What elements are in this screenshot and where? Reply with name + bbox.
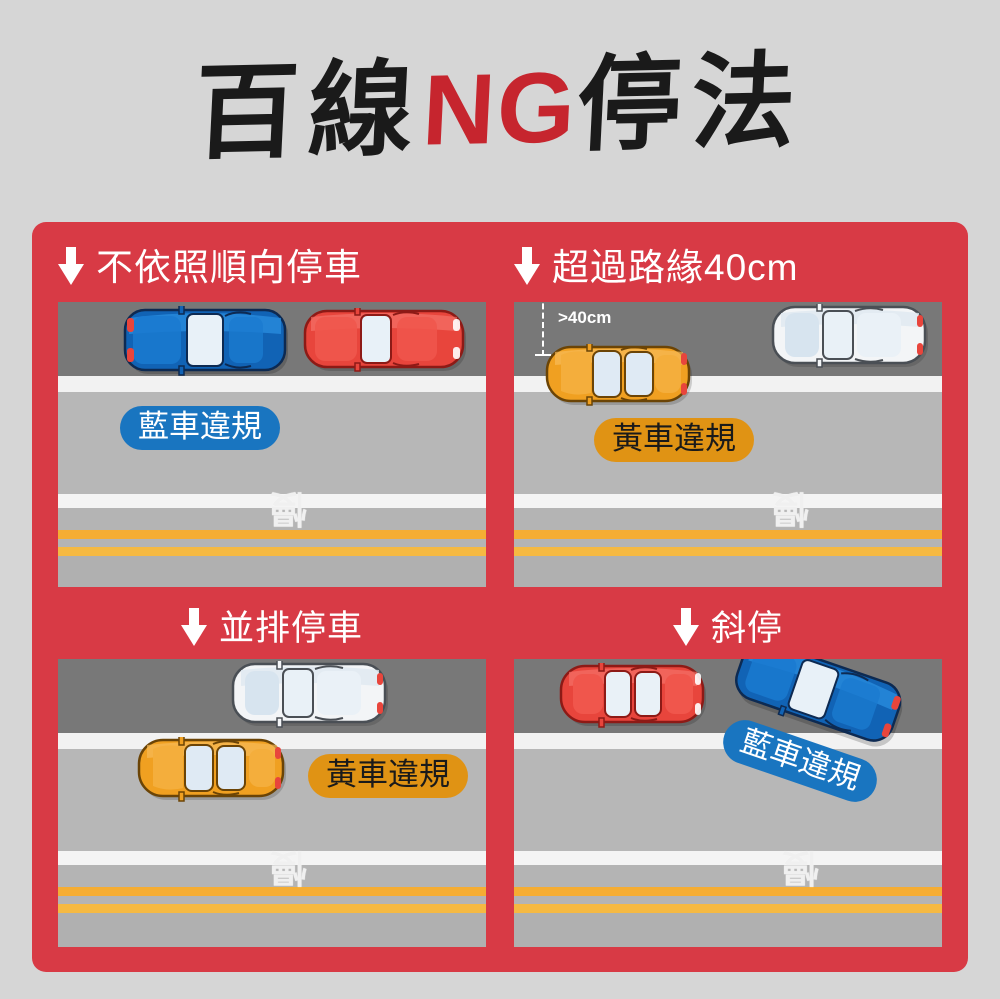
lane-line-lower (58, 494, 486, 508)
lane-band-3 (58, 556, 486, 587)
orange-car-svg (137, 735, 286, 802)
center-line-yellow-1 (514, 530, 942, 539)
lane-band-3 (514, 556, 942, 587)
road-marking: 慢 (270, 487, 307, 530)
panel-4-heading: 斜停 (710, 608, 783, 648)
panel-1-road-scene: 藍車違規 慢 (58, 302, 486, 587)
center-line-yellow-1 (58, 530, 486, 539)
red-car (302, 306, 468, 379)
blue-car (122, 304, 290, 381)
center-line-yellow-2 (58, 904, 486, 913)
title-part-2: 停法 (574, 38, 809, 167)
title-highlight-ng: NG (420, 51, 580, 167)
badge-label: 藍車違規 (138, 409, 262, 444)
panel-not-following-traffic-direction: 不依照順向停車 (32, 222, 500, 597)
orange-car-svg (545, 342, 692, 406)
center-line-yellow-2 (58, 547, 486, 556)
panel-2-road-scene: >40cm (514, 302, 942, 587)
white-car (770, 302, 930, 375)
red-car-svg (303, 306, 466, 372)
lane-line-lower (514, 494, 942, 508)
panel-3-road-scene: 黃車違規 慢 (58, 659, 486, 947)
panel-double-parking: 並排停車 (32, 597, 500, 972)
panel-angled-parking: 斜停 (500, 597, 968, 972)
panel-1-heading: 不依照順向停車 (96, 246, 362, 288)
road-marking: 慢 (782, 846, 819, 889)
panel-over-40cm-from-curb: 超過路緣40cm >40cm (500, 222, 968, 597)
badge-label: 黃車違規 (326, 757, 450, 792)
panel-3-heading: 並排停車 (218, 608, 363, 648)
violation-badge-blue: 藍車違規 (120, 406, 280, 450)
center-line-yellow-1 (58, 887, 486, 896)
arrow-down-icon (58, 247, 84, 287)
arrow-down-icon (180, 608, 207, 648)
page-title: 百線NG停法 (0, 0, 1000, 214)
orange-car (544, 342, 694, 413)
lane-line-upper (58, 376, 486, 392)
center-line-yellow-2 (514, 547, 942, 556)
white-car-svg (771, 302, 928, 368)
white-car (230, 659, 390, 736)
blue-car-svg (735, 659, 903, 747)
panel-grid: 不依照順向停車 (32, 222, 968, 972)
lane-line-lower (514, 851, 942, 865)
center-line-yellow-2 (514, 904, 942, 913)
panel-3-header: 並排停車 (58, 597, 486, 659)
title-text: 百線NG停法 (192, 39, 809, 175)
red-car (558, 661, 708, 734)
panel-2-header: 超過路緣40cm (514, 222, 942, 302)
measure-cap-bottom (535, 354, 551, 356)
measure-dashed-line (542, 302, 544, 356)
title-part-1: 百線 (191, 46, 426, 175)
violation-badge-orange: 黃車違規 (594, 418, 754, 462)
lane-band-3 (58, 913, 486, 947)
blue-car-svg (123, 304, 288, 376)
lane-band-3 (514, 913, 942, 947)
panel-1-header: 不依照順向停車 (58, 222, 486, 302)
arrow-down-icon (514, 247, 540, 287)
measure-label: >40cm (558, 308, 612, 327)
panel-2-heading: 超過路緣40cm (552, 246, 799, 288)
road-marking: 慢 (270, 846, 307, 889)
lane-line-lower (58, 851, 486, 865)
lane-band-1 (514, 749, 942, 851)
panel-4-header: 斜停 (514, 597, 942, 659)
white-car-svg (231, 659, 388, 728)
road-marking: 慢 (772, 487, 809, 530)
center-line-yellow-1 (514, 887, 942, 896)
violation-badge-orange: 黃車違規 (308, 754, 468, 798)
arrow-down-icon (672, 608, 699, 648)
orange-car (136, 735, 288, 808)
red-car-svg (559, 661, 706, 728)
panel-4-road-scene: 藍車違規 慢 (514, 659, 942, 947)
blue-car (724, 659, 911, 758)
badge-label: 黃車違規 (612, 421, 736, 456)
